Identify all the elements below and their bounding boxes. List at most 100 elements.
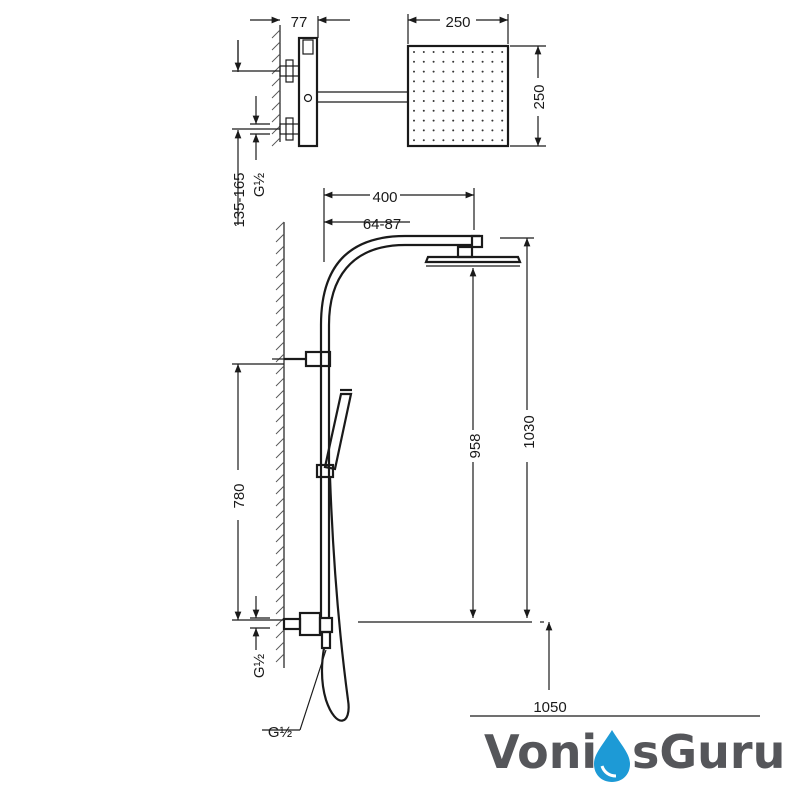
dim-inlet-spacing: 135-165 xyxy=(231,172,248,227)
dim-hose-thread: G½ xyxy=(268,724,293,741)
hatch-line xyxy=(275,497,285,507)
nozzle-dot xyxy=(471,109,474,112)
nozzle-dot xyxy=(462,119,464,122)
nozzle-dot xyxy=(501,139,504,142)
hatch-line xyxy=(275,245,285,255)
hatch-line xyxy=(275,377,285,387)
nozzle-dot xyxy=(471,80,474,83)
nozzle-dot xyxy=(481,119,484,122)
nozzle-dot xyxy=(501,70,504,73)
nozzle-dot xyxy=(452,139,455,142)
nozzle-dot xyxy=(432,70,435,73)
nozzle-dot xyxy=(471,90,474,93)
hatch-line xyxy=(275,281,285,291)
nozzle-dot xyxy=(462,60,464,63)
nozzle-dot xyxy=(422,129,425,132)
nozzle-dot xyxy=(413,109,415,112)
dim-bracket-spacing: 780 xyxy=(231,483,248,508)
nozzle-dot xyxy=(501,109,504,112)
hatch-line xyxy=(275,233,285,243)
nozzle-dot xyxy=(481,80,484,83)
hatch-line xyxy=(275,617,285,627)
hatch-line xyxy=(275,569,285,579)
nozzle-dot xyxy=(471,119,474,122)
dim-head-width: 250 xyxy=(445,14,470,31)
nozzle-dot xyxy=(413,139,415,142)
hand-shower xyxy=(323,392,353,471)
nozzle-dot xyxy=(491,119,494,122)
nozzle-dot xyxy=(462,100,464,102)
nozzle-dot xyxy=(452,129,455,132)
nozzle-dot xyxy=(471,51,474,53)
dim-arm-reach: 400 xyxy=(372,189,397,206)
nozzle-dot xyxy=(422,109,425,112)
nozzle-dot xyxy=(452,80,455,83)
nozzle-dot xyxy=(501,100,504,102)
hatch-line xyxy=(275,533,285,543)
hatch-line xyxy=(275,593,285,603)
nozzle-dot xyxy=(471,139,474,142)
nozzle-dot xyxy=(462,90,464,93)
nozzle-dot xyxy=(462,129,464,132)
nozzle-dot xyxy=(491,51,494,53)
hatch-line xyxy=(275,653,285,663)
hatch-line xyxy=(275,269,285,279)
nozzle-dot xyxy=(432,90,435,93)
hose-connector xyxy=(320,630,332,650)
mixer-inlet xyxy=(282,617,302,631)
hatch-line xyxy=(275,509,285,519)
water-drop-icon xyxy=(594,730,630,782)
nozzle-dot xyxy=(491,80,494,83)
nozzle-dot xyxy=(442,109,445,112)
hatch-line xyxy=(275,629,285,639)
nozzle-dot xyxy=(413,51,415,53)
nozzle-dot xyxy=(422,70,425,73)
dim-bar-depth: 77 xyxy=(291,14,308,31)
nozzle-dot xyxy=(462,109,464,112)
nozzle-dot xyxy=(432,139,435,142)
hatch-line xyxy=(275,221,285,231)
hatch-line xyxy=(275,341,285,351)
nozzle-dot xyxy=(442,119,445,122)
shower-head-top xyxy=(406,44,510,148)
hatch-line xyxy=(275,329,285,339)
hatch-line xyxy=(275,437,285,447)
nozzle-dot xyxy=(432,129,435,132)
mixer-outlet-block xyxy=(318,616,334,634)
hatch-line xyxy=(275,317,285,327)
dim-install-height: 1050 xyxy=(533,699,566,716)
nozzle-dot xyxy=(481,60,484,63)
shower-head-side xyxy=(424,255,522,264)
nozzle-dot xyxy=(442,60,445,63)
nozzle-dot xyxy=(413,80,415,83)
top-view: 77 250 250 135-165 G½ xyxy=(231,14,548,228)
nozzle-dot xyxy=(452,60,455,63)
hatch-line xyxy=(275,305,285,315)
nozzle-dot xyxy=(491,100,494,102)
nozzle-dot xyxy=(481,139,484,142)
nozzle-dot xyxy=(413,100,415,102)
side-view: 400 64-87 958 1030 780 G½ G½ xyxy=(231,188,760,741)
dim-total-height: 1030 xyxy=(521,415,538,448)
nozzle-dot xyxy=(432,60,435,63)
nozzle-dot xyxy=(422,60,425,63)
wall-hatch-top xyxy=(271,25,281,147)
nozzle-dot xyxy=(413,70,415,73)
hatch-line xyxy=(275,485,285,495)
hatch-line xyxy=(275,401,285,411)
hatch-line xyxy=(275,461,285,471)
nozzle-dot xyxy=(491,70,494,73)
nozzle-dot xyxy=(491,139,494,142)
nozzle-dot xyxy=(501,51,504,53)
nozzle-dot xyxy=(432,109,435,112)
nozzle-dot xyxy=(452,100,455,102)
hatch-line xyxy=(275,425,285,435)
hose-thread-leader xyxy=(299,649,327,731)
nozzle-dot xyxy=(432,119,435,122)
hatch-line xyxy=(275,413,285,423)
nozzle-dot xyxy=(422,80,425,83)
wall-hatch-side xyxy=(275,221,285,668)
nozzle-grid xyxy=(413,51,504,142)
hatch-line xyxy=(275,581,285,591)
